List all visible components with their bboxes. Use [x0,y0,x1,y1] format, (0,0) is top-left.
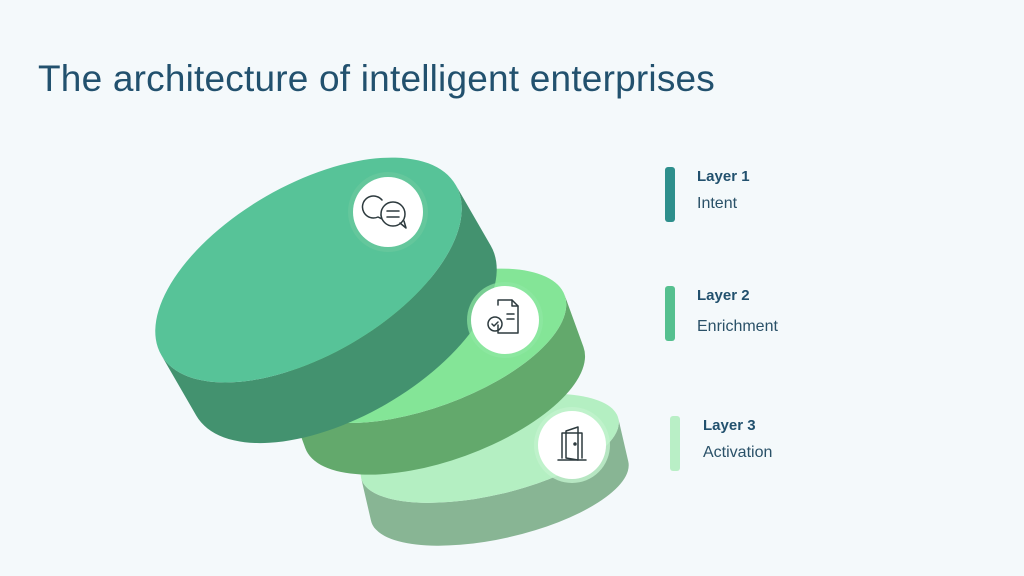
layer-2-label: Layer 2 [697,287,750,304]
page-title: The architecture of intelligent enterpri… [38,58,716,99]
layer-1-disc-side [161,185,497,444]
chat-bubbles-icon [361,195,407,229]
layer-1-label: Layer 1 [697,168,750,185]
layer-1-color-bar [665,167,675,222]
layer-2-color-bar [665,286,675,341]
layer-3-icon-badge [534,407,610,483]
layer-3-label: Layer 3 [703,417,756,434]
layer-3-color-bar [670,416,680,471]
layer-3-name: Activation [703,444,773,461]
layer-1-icon-badge [348,172,428,252]
layer-3-disc-side [361,418,629,546]
layer-2-icon-badge [467,282,543,358]
layer-2-disc-side [286,295,586,475]
document-check-icon [487,299,519,334]
layer-1-name: Intent [697,195,738,212]
layer-2-name: Enrichment [697,318,778,335]
door-icon [557,426,587,461]
